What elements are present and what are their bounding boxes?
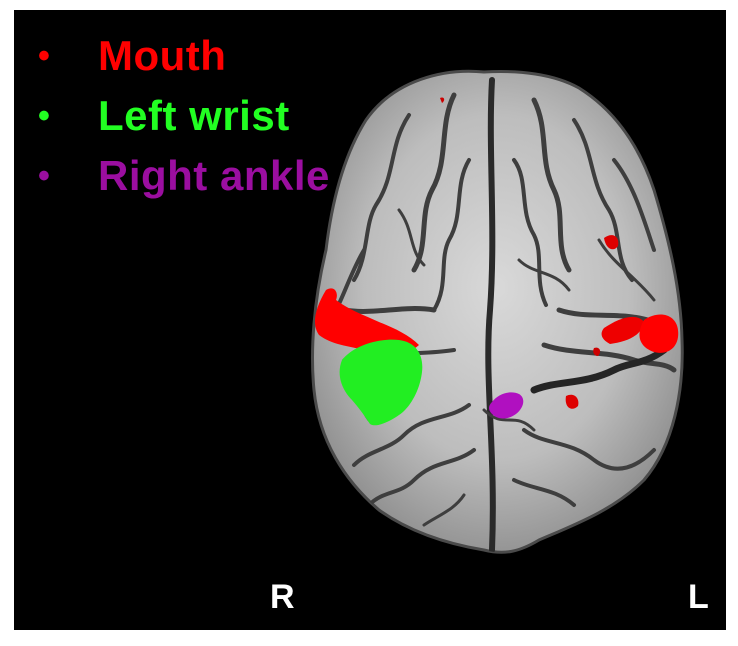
bullet-icon: •: [38, 156, 50, 195]
brain-render: [311, 69, 684, 554]
mouth-blob-left-posterior: [565, 394, 579, 409]
mouth-blob-small: [593, 347, 601, 356]
image-panel: • Mouth • Left wrist • Right ankle R L: [14, 10, 726, 630]
legend-label-mouth: Mouth: [98, 32, 227, 79]
legend-label-left-wrist: Left wrist: [98, 92, 290, 139]
legend: • Mouth • Left wrist • Right ankle: [28, 26, 330, 206]
legend-item-left-wrist: • Left wrist: [28, 86, 330, 146]
orientation-right-label: R: [270, 578, 295, 616]
sulci-pattern: [334, 77, 677, 553]
mouth-blob-left-hemisphere-b: [639, 314, 679, 353]
right-ankle-blob: [489, 392, 524, 419]
left-wrist-blob: [339, 339, 423, 426]
mouth-blob-right-hemisphere: [314, 288, 419, 354]
mouth-activations: [314, 97, 679, 409]
mouth-blob-left-hemisphere-a: [601, 316, 644, 344]
orientation-left-label: L: [688, 578, 709, 616]
legend-item-mouth: • Mouth: [28, 26, 330, 86]
legend-label-right-ankle: Right ankle: [98, 152, 330, 199]
mouth-blob-left-frontal: [604, 235, 619, 250]
bullet-icon: •: [38, 96, 50, 135]
legend-item-right-ankle: • Right ankle: [28, 146, 330, 206]
bullet-icon: •: [38, 36, 50, 75]
mouth-blob-top: [440, 97, 445, 103]
